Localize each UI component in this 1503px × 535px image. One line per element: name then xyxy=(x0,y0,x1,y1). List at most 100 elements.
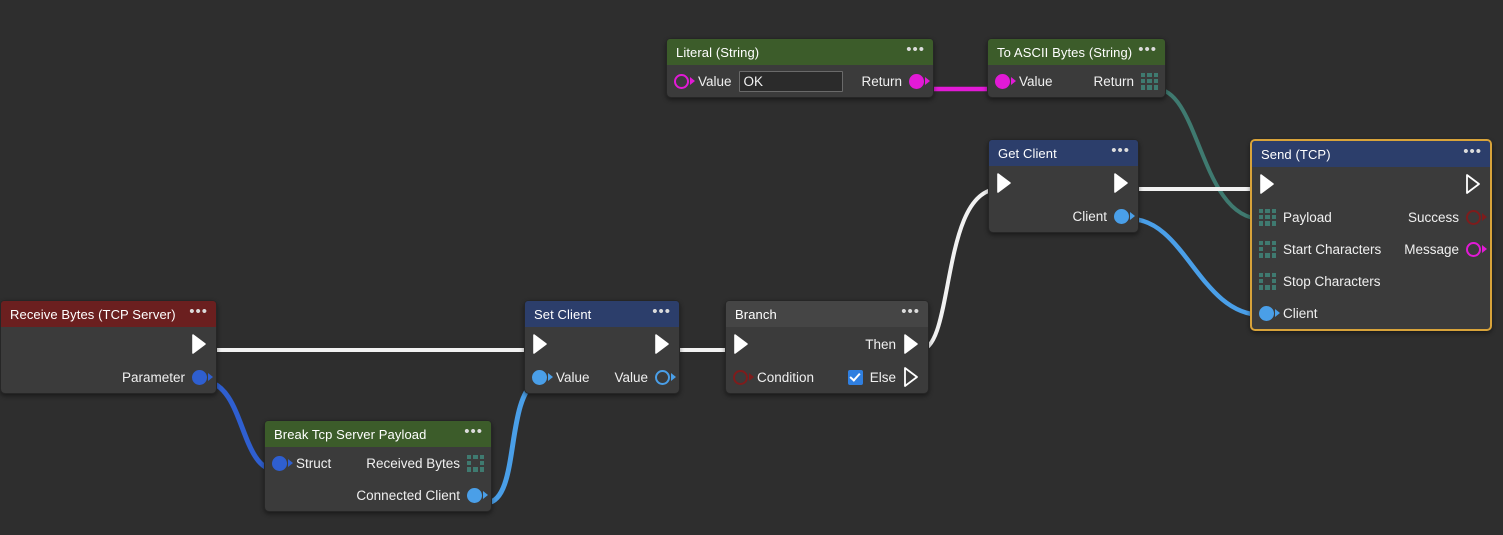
grid-cell xyxy=(479,454,484,459)
data-port-circle-filled-royalblue[interactable] xyxy=(272,455,293,472)
port-row: Payload Success xyxy=(1252,201,1490,233)
row-right: Connected Client xyxy=(356,487,491,504)
input-port-label: Value xyxy=(556,369,590,385)
port-dot-hollow xyxy=(674,73,689,89)
output-port-label: Message xyxy=(1404,241,1459,257)
node-menu-icon[interactable]: ••• xyxy=(189,303,208,320)
array-port-icon[interactable] xyxy=(1259,208,1276,226)
node-menu-icon[interactable]: ••• xyxy=(464,423,483,440)
exec-output-icon[interactable] xyxy=(1465,173,1483,195)
node-header[interactable]: Receive Bytes (TCP Server) ••• xyxy=(1,301,216,327)
wire-ascii-return-to-send-payload[interactable] xyxy=(1154,87,1264,221)
exec-input-icon[interactable] xyxy=(1259,173,1277,195)
port-row: Connected Client xyxy=(265,479,491,511)
port-arrow-tip xyxy=(548,373,553,381)
data-port-circle-filled-blue[interactable] xyxy=(532,369,553,386)
data-port-circle-hollow-magenta[interactable] xyxy=(674,73,695,90)
data-port-circle-filled-magenta[interactable] xyxy=(909,73,930,90)
array-port-empty-icon[interactable] xyxy=(1259,272,1276,290)
node-header[interactable]: Branch ••• xyxy=(726,301,928,327)
exec-else-label: Else xyxy=(869,369,896,385)
port-dot-filled xyxy=(272,455,287,471)
row-left: Value xyxy=(525,369,590,386)
exec-output-icon[interactable] xyxy=(654,333,672,355)
node-menu-icon[interactable]: ••• xyxy=(1463,143,1482,160)
exec-output-icon[interactable] xyxy=(191,333,209,355)
exec-in-slot xyxy=(525,333,550,355)
node-title: Branch xyxy=(735,306,777,322)
exec-input-icon[interactable] xyxy=(996,172,1014,194)
node-title: Receive Bytes (TCP Server) xyxy=(10,306,176,322)
node-header[interactable]: Break Tcp Server Payload••• xyxy=(265,421,491,447)
literal-value-input[interactable] xyxy=(738,70,843,92)
data-port-circle-filled-royalblue[interactable] xyxy=(192,369,213,386)
data-port-circle-hollow-darkred[interactable] xyxy=(733,369,754,386)
data-port-circle-filled-blue[interactable] xyxy=(1259,305,1280,322)
exec-output-icon[interactable] xyxy=(1113,172,1131,194)
data-port-circle-filled-blue[interactable] xyxy=(1114,208,1135,225)
port-arrow-tip xyxy=(690,77,695,85)
data-port-circle-hollow-blue[interactable] xyxy=(655,369,676,386)
grid-cell xyxy=(1271,221,1276,226)
grid-cell xyxy=(473,467,478,472)
grid-cell xyxy=(1259,278,1264,284)
grid-cell xyxy=(1271,246,1276,252)
wire-getclient-client-to-send-client[interactable] xyxy=(1127,216,1265,318)
port-arrow-tip xyxy=(288,459,293,467)
wire-break-connected-client-to-setclient-value[interactable] xyxy=(484,378,539,506)
output-port-label: Success xyxy=(1407,209,1459,225)
exec-input-icon[interactable] xyxy=(733,333,751,355)
node-get-client[interactable]: Get Client•••Client xyxy=(988,139,1139,233)
port-arrow-tip xyxy=(1011,77,1016,85)
condition-checkbox[interactable] xyxy=(847,369,863,385)
data-port-circle-filled-magenta[interactable] xyxy=(995,73,1016,90)
data-port-circle-hollow-darkred[interactable] xyxy=(1466,209,1487,226)
node-title: To ASCII Bytes (String) xyxy=(997,44,1133,60)
node-menu-icon[interactable]: ••• xyxy=(1138,41,1157,58)
exec-then-icon[interactable] xyxy=(903,333,921,355)
node-header[interactable]: Literal (String)••• xyxy=(667,39,933,65)
grid-cell xyxy=(1271,208,1276,213)
grid-cell xyxy=(1141,78,1146,84)
array-port-empty-icon[interactable] xyxy=(467,454,484,472)
exec-out-slot: Then xyxy=(865,333,928,355)
grid-cell xyxy=(1147,85,1152,90)
node-header[interactable]: Get Client ••• xyxy=(989,140,1138,166)
node-menu-icon[interactable]: ••• xyxy=(1111,142,1130,159)
data-port-circle-hollow-magenta[interactable] xyxy=(1466,241,1487,258)
exec-else-icon[interactable] xyxy=(903,366,921,388)
node-menu-icon[interactable]: ••• xyxy=(901,303,920,320)
row-right: Return xyxy=(1093,72,1165,90)
port-arrow-tip xyxy=(483,491,488,499)
node-header[interactable]: Set Client••• xyxy=(525,301,679,327)
array-port-icon[interactable] xyxy=(1141,72,1158,90)
array-port-empty-icon[interactable] xyxy=(1259,240,1276,258)
node-menu-icon[interactable]: ••• xyxy=(906,41,925,58)
node-header[interactable]: Send (TCP)••• xyxy=(1252,141,1490,167)
grid-cell xyxy=(1271,278,1276,284)
node-title: Get Client xyxy=(998,145,1057,161)
grid-cell xyxy=(467,460,472,466)
port-dot-filled xyxy=(1114,208,1129,224)
row-left: Payload xyxy=(1252,208,1332,226)
data-port-circle-filled-blue[interactable] xyxy=(467,487,488,504)
exec-row xyxy=(989,166,1138,200)
exec-out-slot xyxy=(191,333,216,355)
grid-cell xyxy=(1265,272,1270,277)
exec-in-slot xyxy=(1252,173,1277,195)
node-receive-bytes-tcp-server[interactable]: Receive Bytes (TCP Server)•••Parameter xyxy=(0,300,217,394)
exec-input-icon[interactable] xyxy=(532,333,550,355)
grid-cell xyxy=(1265,279,1269,283)
node-menu-icon[interactable]: ••• xyxy=(652,303,671,320)
node-header[interactable]: To ASCII Bytes (String) ••• xyxy=(988,39,1165,65)
